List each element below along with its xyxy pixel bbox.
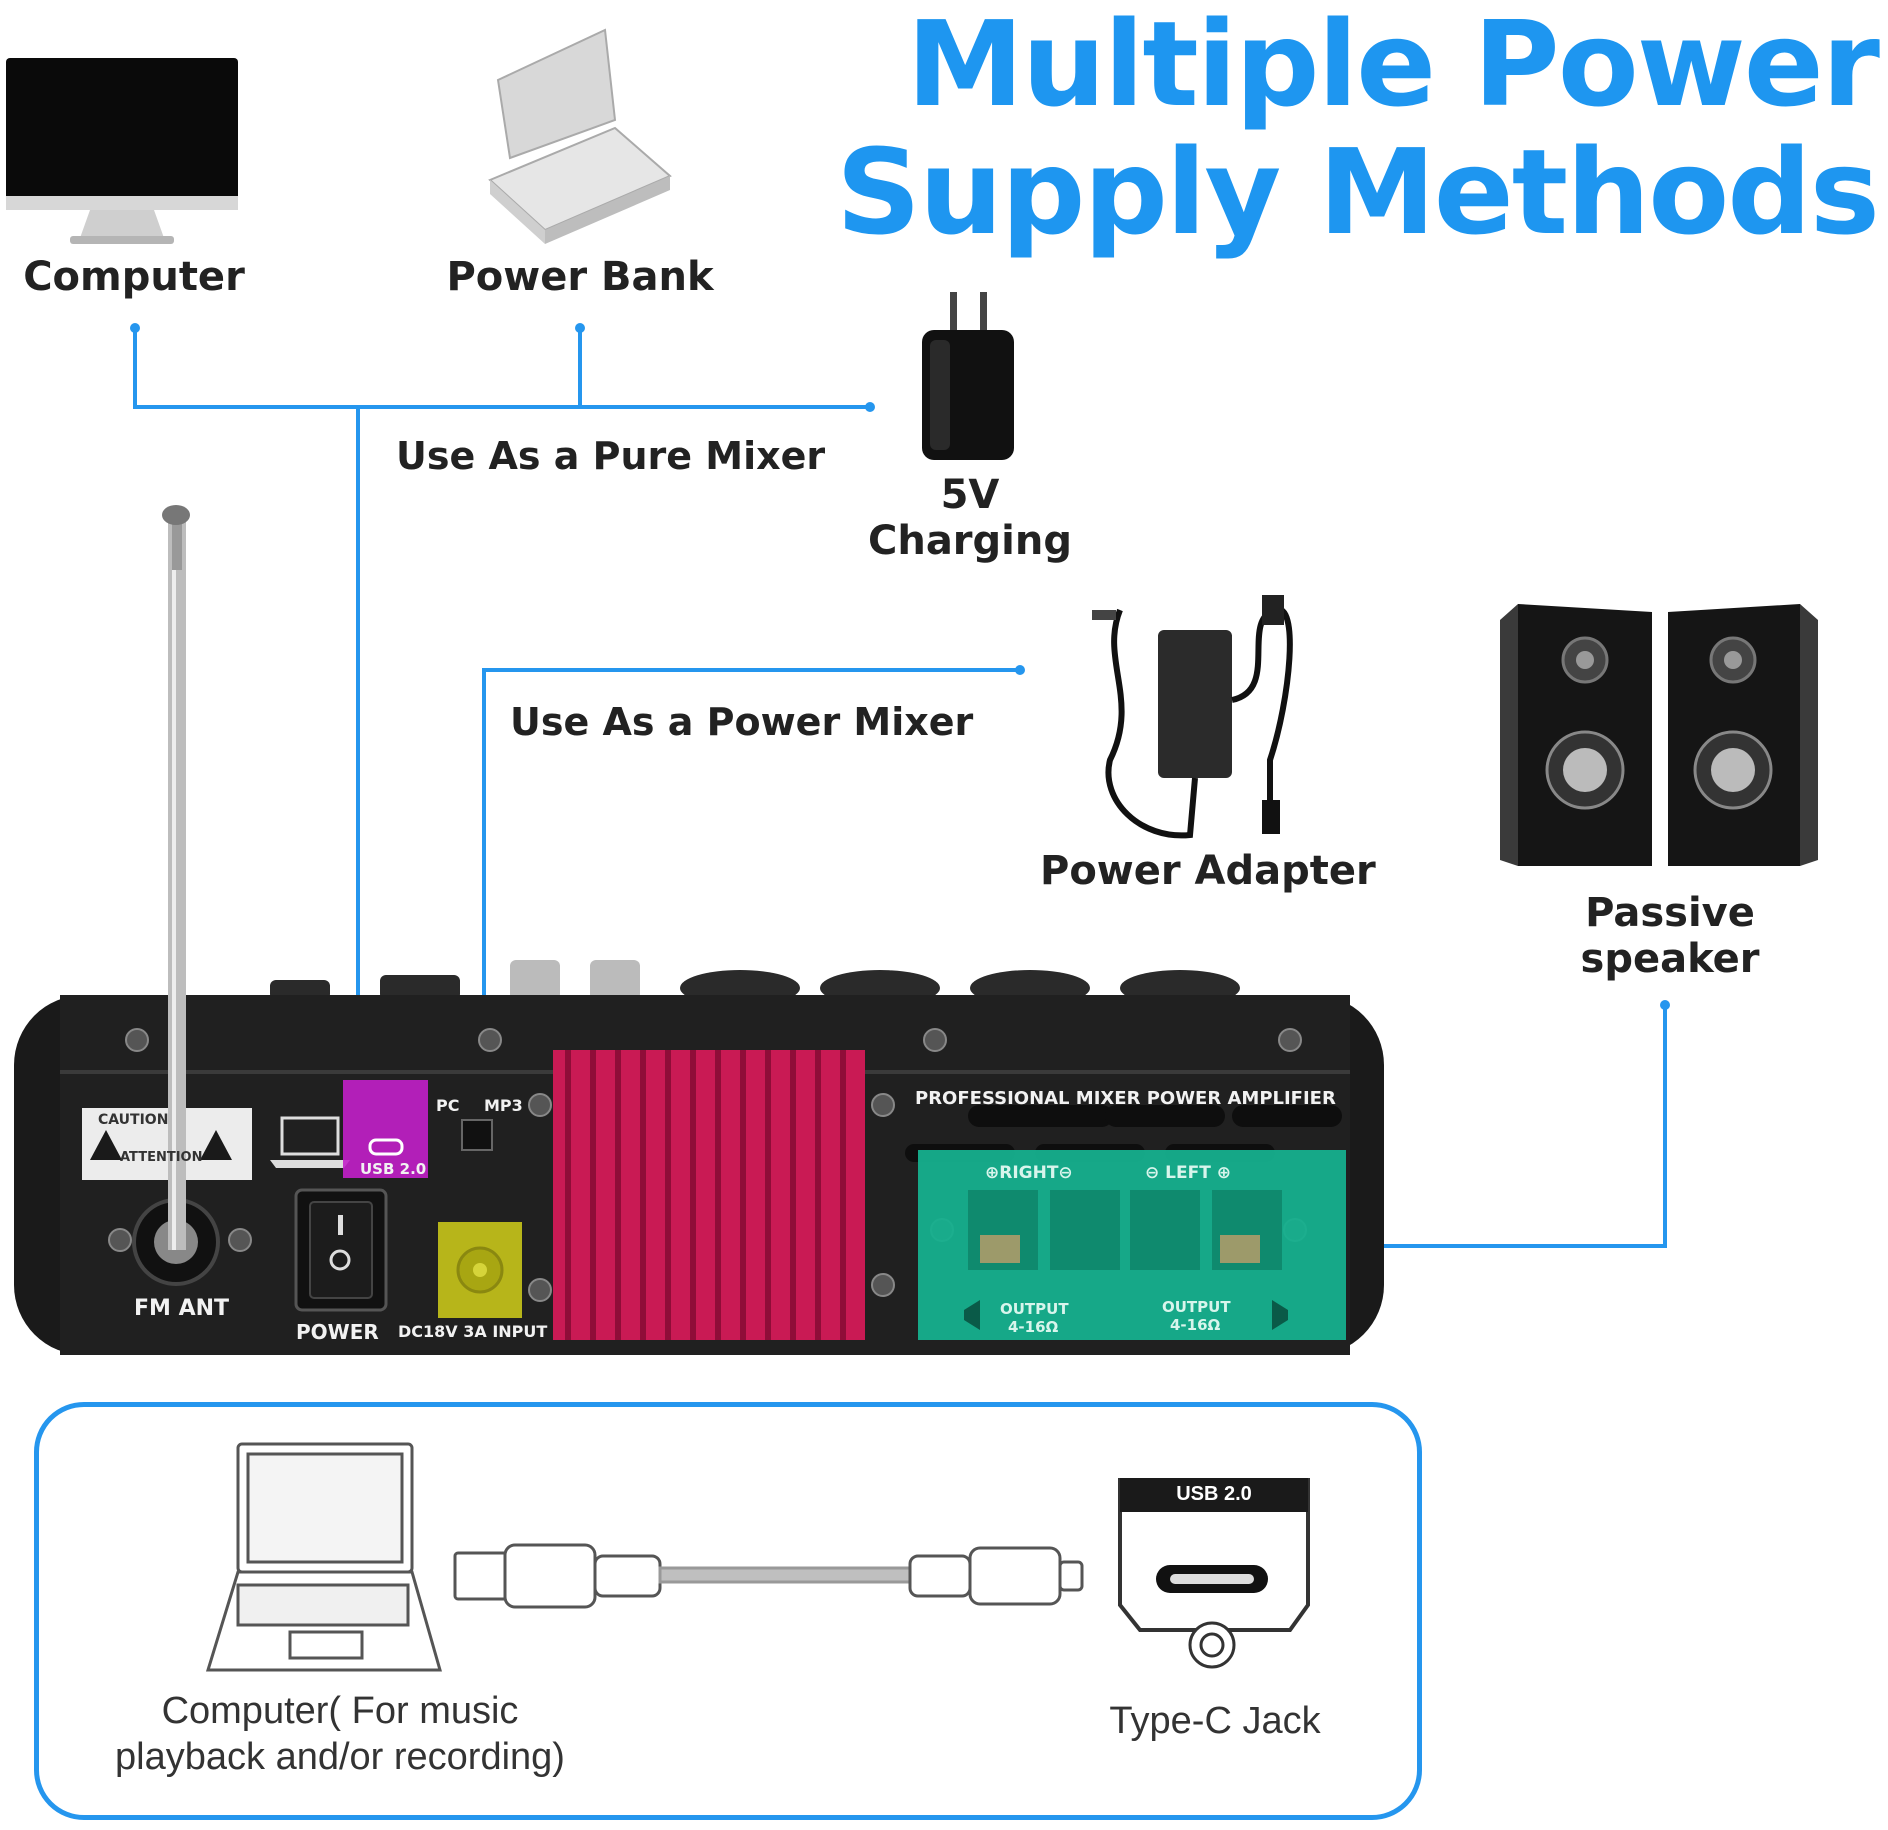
- pc-label: PC: [436, 1096, 460, 1115]
- charger-icon: [922, 292, 1014, 460]
- caution-text: CAUTION: [98, 1112, 169, 1128]
- bottom-computer-label-line-2: playback and/or recording): [115, 1736, 565, 1778]
- brand-label: PROFESSIONAL MIXER POWER AMPLIFIER: [915, 1088, 1336, 1109]
- passive-speaker-label-line-1: Passive: [1585, 890, 1755, 936]
- type-c-jack-header: USB 2.0: [1176, 1483, 1252, 1505]
- output-left-label: OUTPUT: [1162, 1298, 1231, 1316]
- mixer-panel: [14, 505, 1384, 1355]
- output-left-ohm: 4-16Ω: [1170, 1316, 1221, 1334]
- usb-label: USB 2.0: [360, 1160, 427, 1178]
- output-right-ohm: 4-16Ω: [1008, 1318, 1059, 1336]
- bottom-computer-label-line-1: Computer( For music: [161, 1690, 519, 1732]
- type-c-jack-label: Type-C Jack: [1109, 1700, 1321, 1742]
- title-line-1: Multiple Power: [906, 0, 1880, 133]
- pure-mixer-line: [133, 328, 870, 409]
- power-bank-icon: [488, 28, 672, 244]
- power-mixer-label: Use As a Power Mixer: [510, 700, 974, 744]
- passive-speaker-icon: [1500, 604, 1818, 866]
- computer-monitor-icon: [6, 58, 238, 244]
- title-line-2: Supply Methods: [835, 123, 1880, 261]
- power-adapter-label: Power Adapter: [1040, 848, 1376, 894]
- left-channel-label: ⊖ LEFT ⊕: [1145, 1163, 1231, 1183]
- usb-cable-icon: [453, 1543, 1084, 1609]
- dc-input-label: DC18V 3A INPUT: [398, 1322, 548, 1341]
- pure-mixer-label: Use As a Pure Mixer: [396, 434, 826, 478]
- computer-label: Computer: [23, 254, 245, 300]
- power-adapter-icon: [1092, 595, 1293, 839]
- output-right-label: OUTPUT: [1000, 1300, 1069, 1318]
- fm-ant-label: FM ANT: [134, 1296, 230, 1321]
- power-bank-label: Power Bank: [446, 254, 714, 300]
- page-title: Multiple Power Supply Methods: [778, 0, 1880, 261]
- charger-label-line-2: Charging: [867, 518, 1072, 564]
- mp3-label: MP3: [484, 1096, 523, 1115]
- speaker-line: [1345, 1005, 1667, 1248]
- right-channel-label: ⊕RIGHT⊖: [985, 1163, 1073, 1183]
- laptop-icon: [205, 1442, 442, 1672]
- connector-dots: [130, 323, 1670, 1010]
- charger-label-line-1: 5V: [940, 472, 1000, 518]
- usb-connection-panel: [34, 1402, 1422, 1820]
- type-c-jack-icon: [1118, 1478, 1310, 1669]
- attention-text: ATTENTION: [120, 1150, 203, 1165]
- power-label: POWER: [296, 1320, 379, 1344]
- passive-speaker-label-line-2: speaker: [1580, 936, 1760, 982]
